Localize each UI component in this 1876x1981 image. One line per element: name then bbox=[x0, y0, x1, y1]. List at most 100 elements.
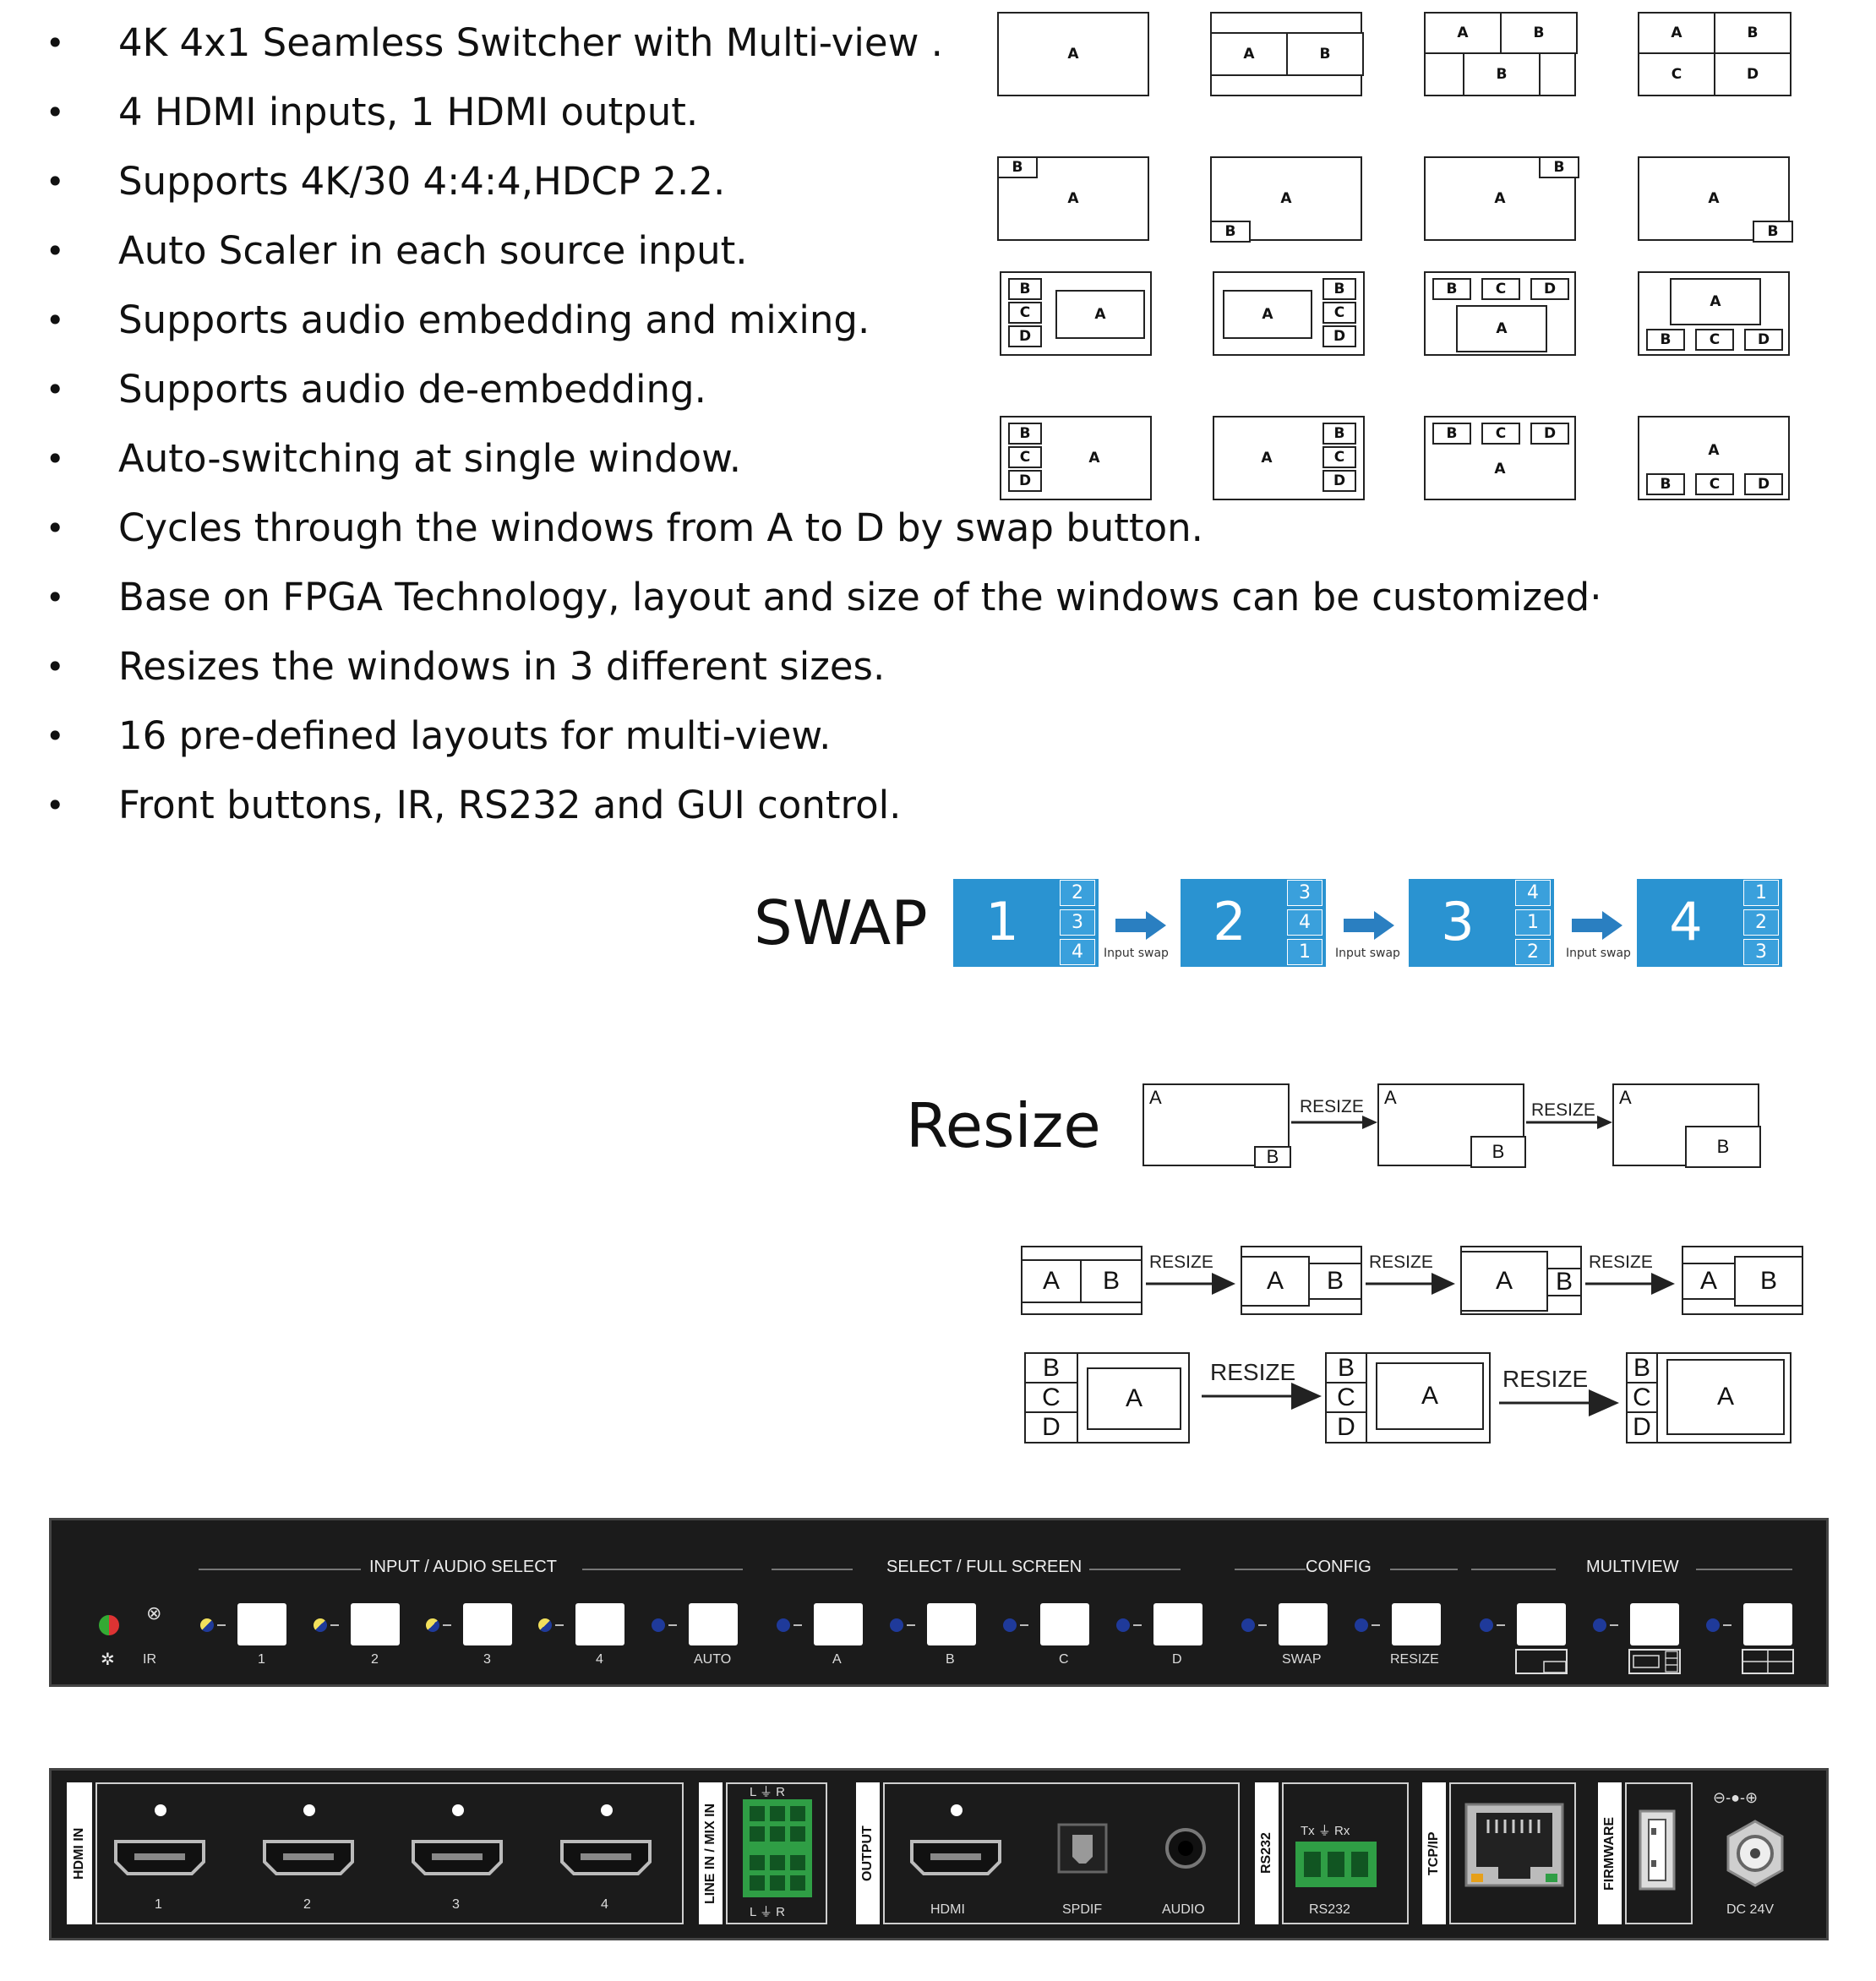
window-a: A bbox=[1460, 1251, 1548, 1312]
hdmi-in-3-label: 3 bbox=[452, 1897, 460, 1912]
select-a-led-icon bbox=[777, 1618, 790, 1632]
resize-arrow-icon bbox=[1585, 1273, 1675, 1295]
feature-item: •Resizes the windows in 3 different size… bbox=[46, 644, 886, 689]
swap-main-window: 1 bbox=[953, 879, 1051, 963]
feature-list: •4K 4x1 Seamless Switcher with Multi-vie… bbox=[34, 15, 1639, 847]
window-c: C bbox=[1322, 446, 1356, 468]
hdmi-out-port-icon[interactable] bbox=[908, 1838, 1003, 1877]
feature-item: •16 pre-defined layouts for multi-view. bbox=[46, 713, 832, 758]
layout-pip-bottom-right: A B bbox=[1638, 156, 1793, 243]
window-b: B bbox=[1432, 423, 1471, 445]
input-4-button[interactable] bbox=[575, 1603, 624, 1645]
swap-sub-window: 1 bbox=[1743, 880, 1779, 906]
multiview-stack-button[interactable] bbox=[1630, 1603, 1679, 1645]
input-2-led-icon bbox=[314, 1618, 327, 1632]
feature-item: •Front buttons, IR, RS232 and GUI contro… bbox=[46, 783, 902, 827]
swap-arrow-label: Input swap bbox=[1566, 947, 1631, 960]
hdmi-in-label: HDMI IN bbox=[67, 1782, 92, 1924]
resize-button[interactable] bbox=[1392, 1603, 1441, 1645]
multiview-pip-button[interactable] bbox=[1517, 1603, 1566, 1645]
rs232-label: RS232 bbox=[1309, 1902, 1350, 1917]
hdmi-port-4-icon[interactable] bbox=[559, 1838, 653, 1877]
hdmi-port-2-icon[interactable] bbox=[261, 1838, 356, 1877]
tcpip-label: TCP/IP bbox=[1422, 1782, 1446, 1924]
swap-sub-window: 3 bbox=[1743, 939, 1779, 965]
resize-frame: A B bbox=[1021, 1246, 1143, 1315]
input-indicator-dot bbox=[155, 1804, 166, 1816]
resize-frame: A B bbox=[1377, 1083, 1526, 1168]
window-b: B bbox=[1734, 1256, 1803, 1307]
feature-item: •Supports audio de-embedding. bbox=[46, 367, 706, 412]
select-a-button[interactable] bbox=[814, 1603, 863, 1645]
multiview-1-led-icon bbox=[1480, 1618, 1493, 1632]
select-c-button[interactable] bbox=[1040, 1603, 1089, 1645]
input-1-button[interactable] bbox=[237, 1603, 286, 1645]
led-connector bbox=[1133, 1624, 1142, 1626]
led-connector bbox=[1497, 1624, 1505, 1626]
ir-sensor-icon: ⊗ bbox=[146, 1603, 162, 1624]
swap-sub-window: 4 bbox=[1060, 939, 1095, 965]
group-divider bbox=[1471, 1569, 1556, 1570]
window-b: B bbox=[1080, 1259, 1143, 1303]
window-a: A bbox=[1619, 1087, 1639, 1109]
hdmi-port-3-icon[interactable] bbox=[410, 1838, 504, 1877]
swap-arrow-icon bbox=[1115, 911, 1166, 940]
swap-sub-window: 2 bbox=[1743, 909, 1779, 936]
select-d-button[interactable] bbox=[1153, 1603, 1202, 1645]
input-4-led-icon bbox=[538, 1618, 552, 1632]
dc-power-jack-icon[interactable] bbox=[1721, 1820, 1789, 1887]
window-b: B bbox=[1432, 278, 1471, 300]
layout-bottom-row: A B C D bbox=[1638, 416, 1790, 500]
swap-sub-window: 4 bbox=[1515, 880, 1551, 906]
window-a: A bbox=[1223, 290, 1312, 339]
input-2-button[interactable] bbox=[351, 1603, 400, 1645]
group-title-multiview: MULTIVIEW bbox=[1586, 1558, 1679, 1576]
window-b: B bbox=[1626, 1352, 1658, 1383]
audio-jack-icon[interactable] bbox=[1164, 1826, 1208, 1870]
resize-step-label: RESIZE bbox=[1210, 1359, 1296, 1385]
led-connector bbox=[443, 1624, 451, 1626]
led-connector bbox=[1610, 1624, 1618, 1626]
group-title-input-audio: INPUT / AUDIO SELECT bbox=[369, 1558, 557, 1576]
hdmi-port-1-icon[interactable] bbox=[112, 1838, 207, 1877]
window-d: D bbox=[1714, 52, 1791, 96]
input-3-button[interactable] bbox=[463, 1603, 512, 1645]
window-c: C bbox=[1325, 1382, 1367, 1413]
resize-step-label: RESIZE bbox=[1531, 1100, 1595, 1120]
window-a: A bbox=[1426, 448, 1574, 490]
window-a: A bbox=[1087, 1367, 1181, 1430]
swap-button[interactable] bbox=[1279, 1603, 1328, 1645]
swap-sub-window: 3 bbox=[1287, 880, 1322, 906]
feature-item: •Auto Scaler in each source input. bbox=[46, 228, 748, 273]
select-b-label: B bbox=[946, 1652, 955, 1667]
resize-frame: A B bbox=[1682, 1246, 1803, 1315]
resize-arrow-icon bbox=[1366, 1273, 1455, 1295]
select-b-button[interactable] bbox=[927, 1603, 976, 1645]
resize-frame: B C D A bbox=[1024, 1352, 1190, 1443]
rs232-terminal-icon[interactable] bbox=[1295, 1842, 1377, 1887]
multiview-quad-button[interactable] bbox=[1743, 1603, 1792, 1645]
swap-sub-window: 4 bbox=[1287, 909, 1322, 936]
resize-step-label: RESIZE bbox=[1300, 1097, 1364, 1116]
window-d: D bbox=[1008, 325, 1042, 347]
layout-right-stack-framed: A B C D bbox=[1213, 271, 1365, 356]
window-d: D bbox=[1744, 473, 1783, 495]
audio-terminal-icon[interactable] bbox=[743, 1799, 812, 1897]
tcpip-section bbox=[1449, 1782, 1576, 1924]
layout-top-row-framed: B C D A bbox=[1424, 271, 1576, 356]
resize-title: Resize bbox=[906, 1090, 1101, 1161]
power-gear-icon: ✲ bbox=[101, 1649, 115, 1669]
led-connector bbox=[555, 1624, 564, 1626]
resize-step-label: RESIZE bbox=[1502, 1366, 1589, 1392]
auto-button[interactable] bbox=[689, 1603, 738, 1645]
feature-item: •Supports audio embedding and mixing. bbox=[46, 297, 870, 342]
swap-arrow-icon bbox=[1572, 911, 1622, 940]
led-connector bbox=[668, 1624, 677, 1626]
usb-port-icon[interactable] bbox=[1639, 1809, 1676, 1891]
output-section bbox=[883, 1782, 1240, 1924]
terminal-top-label: L ⏚ R bbox=[750, 1785, 785, 1799]
swap-title: SWAP bbox=[754, 887, 928, 958]
ethernet-port-icon[interactable] bbox=[1464, 1803, 1564, 1887]
group-divider bbox=[1235, 1569, 1306, 1570]
spdif-port-icon[interactable] bbox=[1057, 1823, 1108, 1874]
